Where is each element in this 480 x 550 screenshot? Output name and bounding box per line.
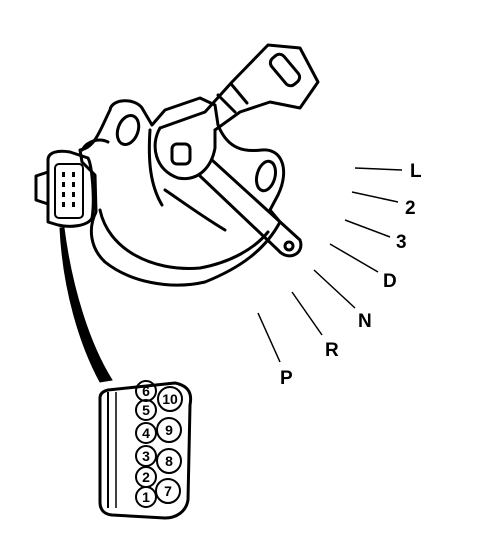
pin-circle-10 — [157, 386, 183, 412]
switch-body-rib — [163, 188, 227, 232]
enlarged-connector-housing — [98, 381, 193, 520]
pin-circle-7 — [155, 478, 181, 504]
switch-body-inner-edge — [147, 128, 164, 207]
lever-tab-slot — [268, 52, 302, 88]
pin-label-left-4: 2 — [142, 469, 150, 485]
leader-line-p — [257, 312, 281, 363]
pin-circle-5 — [135, 399, 157, 421]
gear-label-4: N — [358, 311, 372, 332]
lever-hub — [153, 126, 217, 181]
lever-shaft-hole — [170, 142, 192, 166]
body-edge-bump — [80, 138, 110, 152]
selector-lever — [153, 43, 320, 258]
lever-hatch-1 — [216, 93, 237, 114]
switch-connector-pins — [62, 172, 75, 207]
right-mounting-slot — [254, 159, 278, 193]
switch-connector-housing — [46, 149, 95, 228]
lever-upper-arm — [158, 43, 320, 132]
switch-connector-face — [54, 163, 84, 219]
pin-number-labels: 6 5 4 3 2 1 10 9 8 7 — [142, 383, 178, 505]
switch-body-outline — [78, 96, 286, 287]
gear-label-1: 2 — [405, 198, 416, 219]
pin-label-left-3: 3 — [142, 448, 150, 464]
leader-line-l — [354, 167, 403, 171]
gear-label-3: D — [383, 271, 397, 292]
enlarged-connector — [98, 380, 193, 520]
pin-label-left-5: 1 — [142, 489, 150, 505]
pin-circle-9 — [156, 417, 182, 443]
pin-circle-4 — [135, 422, 157, 444]
leader-line-d — [329, 243, 379, 273]
lever-pointer-arm — [198, 158, 303, 258]
switch-connector-latch — [34, 170, 49, 206]
pin-label-right-1: 9 — [165, 422, 173, 438]
pin-label-right-0: 10 — [162, 391, 178, 407]
lever-pointer-pin — [283, 240, 295, 252]
lever-hatch-2 — [230, 83, 249, 105]
switch-body-inner-arc — [98, 208, 270, 270]
switch-body — [78, 96, 286, 287]
pin-label-left-1: 5 — [142, 402, 150, 418]
leader-line-2 — [351, 191, 399, 203]
switch-connector — [34, 149, 95, 228]
pin-label-left-2: 4 — [142, 425, 150, 441]
gear-position-labels: L 2 3 D N R P — [280, 161, 422, 389]
pin-circle-1 — [135, 486, 157, 508]
gear-label-2: 3 — [396, 232, 407, 253]
pin-circle-8 — [156, 448, 182, 474]
left-mounting-slot — [115, 113, 141, 147]
gear-label-5: R — [325, 340, 339, 361]
pin-label-left-0: 6 — [142, 383, 150, 399]
gear-label-6: P — [280, 368, 293, 389]
pin-label-right-3: 7 — [164, 483, 172, 499]
wire-harness — [59, 227, 113, 383]
leader-line-3 — [344, 219, 391, 238]
gear-leader-lines — [257, 167, 403, 363]
leader-line-r — [291, 291, 323, 336]
gear-label-0: L — [410, 161, 422, 182]
pin-label-right-2: 8 — [165, 453, 173, 469]
leader-line-n — [313, 269, 356, 309]
